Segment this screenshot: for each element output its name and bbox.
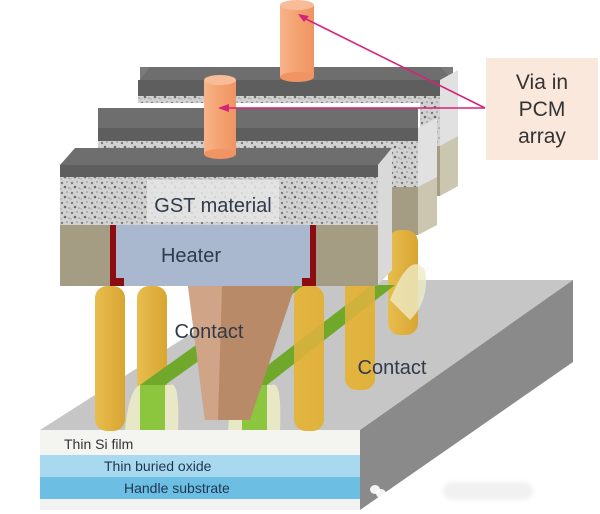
watermark-blurred-name — [443, 482, 534, 500]
gate-strip-front — [140, 385, 165, 430]
via-top — [280, 0, 314, 82]
handle-substrate-layer — [40, 477, 360, 499]
buried-oxide-label: Thin buried oxide — [104, 458, 212, 474]
watermark: 公众号 — [370, 479, 534, 503]
spacer-right — [316, 225, 378, 286]
handle-substrate-label: Handle substrate — [124, 480, 230, 496]
substrate-bottom-strip — [40, 499, 360, 510]
heater-label: Heater — [161, 245, 221, 267]
gst-label-bg — [147, 180, 279, 222]
via-callout-box: Via in PCM array — [486, 58, 598, 160]
via-middle — [204, 75, 236, 159]
contact-pillar — [95, 286, 125, 431]
center-contact-light — [188, 286, 222, 420]
substrate-side — [360, 280, 573, 510]
contact-right-label: Contact — [358, 357, 427, 379]
wechat-icon — [370, 484, 386, 498]
heater-liner-right — [302, 225, 316, 286]
cap-front — [60, 165, 378, 177]
watermark-text: 公众号 — [392, 483, 438, 501]
arrow-to-top-via — [299, 15, 486, 109]
heater-liner-left — [110, 225, 124, 286]
heater-block — [110, 225, 316, 286]
stack-side — [378, 148, 392, 285]
callout-line: array — [518, 124, 566, 148]
spacer-left — [60, 225, 110, 286]
thin-si-film-label: Thin Si film — [64, 436, 133, 452]
gst-material-label: GST material — [154, 195, 271, 217]
callout-line: Via in — [515, 70, 569, 94]
thin-si-film-layer — [40, 430, 360, 455]
callout-line: PCM — [518, 97, 566, 121]
contact-center-label: Contact — [175, 321, 244, 343]
back-stack-2 — [98, 108, 437, 235]
buried-oxide-layer — [40, 455, 360, 477]
callout-arrows — [218, 14, 486, 112]
front-stack — [60, 148, 392, 286]
